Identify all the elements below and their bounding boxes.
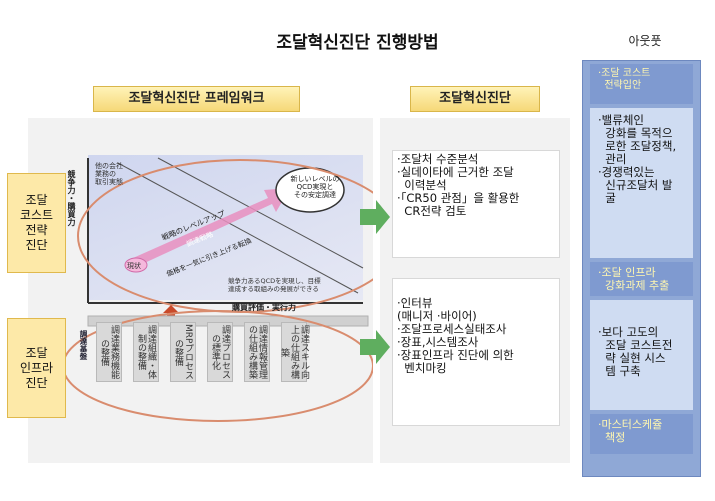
infra-diagnosis-items-box: ·인터뷰 (매니저 ·바이어) ·조달프로세스실태조사 ·장표,시스템조사 ·장… bbox=[392, 278, 560, 426]
infra-item-3: ·조달프로세스실태조사 bbox=[397, 322, 507, 336]
cost-box-line-1: 조달 bbox=[25, 193, 48, 207]
level-up-arrow bbox=[133, 188, 290, 266]
infra-column-1: 調達業務機能の整備 bbox=[96, 322, 122, 382]
output-label: 아웃풋 bbox=[628, 34, 662, 48]
cost-strategy-output-body: ·밸류체인 강화를 목적으 로한 조달정책, 관리 ·경쟁력있는 신규조달처 발… bbox=[590, 108, 693, 258]
infra-diagnosis-box: 조달 인프라 진단 bbox=[7, 318, 66, 418]
cost-item-5: CR전략 검토 bbox=[397, 204, 467, 218]
cost-diagnosis-box: ·조달처 수준분석 ·실데이타에 근거한 조달 이력분석 ·「CR50 관점」을… bbox=[392, 150, 560, 258]
goal-bubble-text: 新しいレベルの QCD実現と その安定調達 bbox=[290, 175, 340, 199]
framework-header: 조달혁신진단 프레임워크 bbox=[93, 86, 300, 112]
infra-output-line-2: 조달 코스트전 bbox=[598, 338, 673, 352]
infra-column-2: 調達組織・体制の整備 bbox=[133, 322, 159, 382]
master-schedule-output: ·마스터스케쥴 책정 bbox=[590, 414, 693, 454]
cost-output-line-3: 로한 조달정책, bbox=[598, 139, 677, 153]
guide-line-1 bbox=[117, 162, 359, 294]
infra-column-6: 調達スキル向上の仕組み構築 bbox=[279, 322, 309, 382]
infra-box-line-2: 인프라 bbox=[19, 360, 54, 375]
cost-box-line-2: 코스트 bbox=[19, 208, 54, 222]
cost-item-4: ·「CR50 관점」을 활용한 bbox=[397, 191, 520, 205]
guide-line-2 bbox=[157, 157, 364, 269]
start-bubble bbox=[124, 257, 148, 273]
cost-output-line-5: ·경쟁력있는 bbox=[598, 165, 655, 179]
infra-item-1: ·인터뷰 bbox=[397, 296, 433, 310]
arrow-right-icon-1 bbox=[360, 200, 390, 234]
infra-item-5: ·장표인프라 진단에 의한 bbox=[397, 348, 514, 362]
infra-column-4: 調達プロセスの標準化 bbox=[207, 322, 233, 382]
infra-item-4: ·장표,시스템조사 bbox=[397, 335, 479, 349]
infra-item-6: 벤치마킹 bbox=[397, 361, 447, 375]
infra-column-5: 調達情報管理の仕組み構築 bbox=[244, 322, 270, 382]
infra-output-heading: ·조달 인프라 강화과제 추출 bbox=[590, 262, 693, 296]
cost-output-line-4: 관리 bbox=[598, 152, 627, 166]
cost-output-line-7: 굴 bbox=[598, 191, 616, 205]
infra-box-line-1: 조달 bbox=[25, 345, 48, 360]
infra-item-2: (매니저 ·바이어) bbox=[397, 309, 477, 323]
cost-strategy-diagnosis-box: 조달 코스트 전략 진단 bbox=[7, 173, 66, 273]
cost-box-line-3: 전략 bbox=[25, 223, 48, 237]
chart-footnote: 競争力あるQCDを実現し、目標 達成する取組みの発展ができる bbox=[228, 277, 321, 293]
framework-diagram bbox=[62, 157, 373, 422]
infra-output-line-1: ·보다 고도의 bbox=[598, 325, 659, 339]
cost-item-1: ·조달처 수준분석 bbox=[397, 152, 479, 166]
arrow-right-icon-2 bbox=[360, 330, 390, 364]
page-title: 조달혁신진단 진행방법 bbox=[276, 33, 439, 53]
cost-item-3: 이력분석 bbox=[397, 178, 447, 192]
infra-output-line-4: 템 구축 bbox=[598, 364, 641, 378]
chart-note-left: 他の会社 業務の 取引実態 bbox=[95, 162, 123, 186]
chart-y-label: 競争力・購買力 bbox=[67, 170, 76, 226]
cost-output-line-1: ·밸류체인 bbox=[598, 113, 644, 127]
infra-column-3: MRPプロセスの整備 bbox=[170, 322, 196, 382]
cost-output-line-2: 강화를 목적으 bbox=[598, 126, 673, 140]
infra-section-label: 調達基盤 bbox=[79, 330, 88, 360]
cost-output-line-6: 신규조달처 발 bbox=[598, 178, 673, 192]
cost-item-2: ·실데이타에 근거한 조달 bbox=[397, 165, 514, 179]
chart-x-label: 購買評価・実行力 bbox=[232, 303, 296, 312]
infra-output-line-3: 략 실현 시스 bbox=[598, 351, 666, 365]
infra-box-line-3: 진단 bbox=[25, 375, 48, 390]
diagnosis-header: 조달혁신진단 bbox=[410, 86, 540, 112]
infra-output-body: ·보다 고도의 조달 코스트전 략 실현 시스 템 구축 bbox=[590, 300, 693, 410]
start-bubble-text: 現状 bbox=[127, 262, 141, 270]
cost-strategy-output-heading: ·조달 코스트 전략입안 bbox=[590, 64, 693, 104]
cost-box-line-4: 진단 bbox=[25, 238, 48, 252]
